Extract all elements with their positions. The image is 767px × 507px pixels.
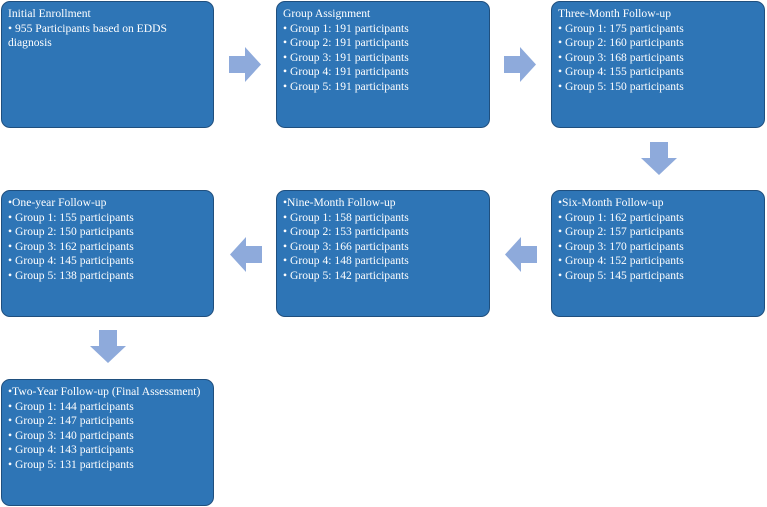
list-item: Group 4: 145 participants [8,254,207,269]
list-item: Group 5: 142 participants [283,269,483,284]
list-item: Group 4: 155 participants [558,65,758,80]
arrow-right-icon [504,47,536,82]
item-list: Group 1: 158 participants Group 2: 153 p… [283,211,483,284]
box-title: •Nine-Month Follow-up [283,196,396,209]
arrow-right-icon [229,47,261,82]
box-three-month-follow-up: Three-Month Follow-up Group 1: 175 parti… [551,1,765,128]
item-list: Group 1: 162 participants Group 2: 157 p… [558,211,758,284]
box-title: •Six-Month Follow-up [558,196,664,209]
list-item: Group 3: 170 participants [558,240,758,255]
arrow-left-icon [230,237,262,272]
list-item: Group 2: 150 participants [8,225,207,240]
box-title: Group Assignment [283,7,371,20]
list-item: Group 5: 150 participants [558,80,758,95]
item-list: Group 1: 155 participants Group 2: 150 p… [8,211,207,284]
item-list: Group 1: 144 participants Group 2: 147 p… [8,400,207,473]
list-item: Group 4: 143 participants [8,443,207,458]
list-item: Group 2: 191 participants [283,36,483,51]
list-item: Group 4: 191 participants [283,65,483,80]
list-item: Group 3: 162 participants [8,240,207,255]
box-title: Initial Enrollment [8,7,91,20]
list-item: Group 2: 147 participants [8,414,207,429]
list-item: Group 1: 158 participants [283,211,483,226]
list-item: Group 1: 155 participants [8,211,207,226]
box-six-month-follow-up: •Six-Month Follow-up Group 1: 162 partic… [551,190,765,317]
box-title: •One-year Follow-up [8,196,107,209]
arrow-down-icon [90,330,126,363]
item-list: Group 1: 175 participants Group 2: 160 p… [558,22,758,95]
item-list: Group 1: 191 participants Group 2: 191 p… [283,22,483,95]
box-initial-enrollment: Initial Enrollment 955 Participants base… [1,1,214,128]
list-item: 955 Participants based on EDDS diagnosis [8,22,207,51]
box-group-assignment: Group Assignment Group 1: 191 participan… [276,1,490,128]
list-item: Group 5: 145 participants [558,269,758,284]
list-item: Group 4: 152 participants [558,254,758,269]
list-item: Group 2: 157 participants [558,225,758,240]
list-item: Group 5: 131 participants [8,458,207,473]
box-nine-month-follow-up: •Nine-Month Follow-up Group 1: 158 parti… [276,190,490,317]
list-item: Group 1: 144 participants [8,400,207,415]
list-item: Group 2: 153 participants [283,225,483,240]
list-item: Group 3: 168 participants [558,51,758,66]
list-item: Group 5: 191 participants [283,80,483,95]
box-two-year-follow-up: •Two-Year Follow-up (Final Assessment) G… [1,379,214,506]
list-item: Group 5: 138 participants [8,269,207,284]
list-item: Group 3: 191 participants [283,51,483,66]
arrow-down-icon [641,142,677,175]
box-one-year-follow-up: •One-year Follow-up Group 1: 155 partici… [1,190,214,317]
list-item: Group 2: 160 participants [558,36,758,51]
box-title: Three-Month Follow-up [558,7,672,20]
list-item: Group 1: 191 participants [283,22,483,37]
box-title: •Two-Year Follow-up (Final Assessment) [8,385,201,398]
arrow-left-icon [505,237,537,272]
list-item: Group 1: 175 participants [558,22,758,37]
list-item: Group 1: 162 participants [558,211,758,226]
list-item: Group 3: 166 participants [283,240,483,255]
item-list: 955 Participants based on EDDS diagnosis [8,22,207,51]
list-item: Group 4: 148 participants [283,254,483,269]
list-item: Group 3: 140 participants [8,429,207,444]
